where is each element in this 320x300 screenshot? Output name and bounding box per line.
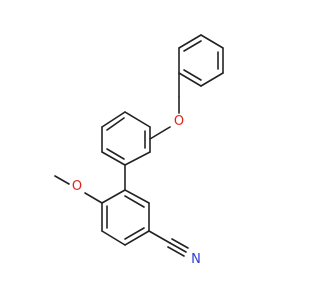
structure-diagram: O O N — [54, 34, 224, 267]
benzonitrile-ring — [101, 189, 150, 246]
nitrile-triple-bond — [167, 238, 189, 257]
nitrile-nitrogen-label: N — [191, 252, 201, 267]
methoxy-oxygen-label: O — [72, 179, 82, 194]
methoxy-methyl-bond — [54, 175, 70, 185]
ring-nitrile-bond — [148, 230, 171, 244]
ether-oxygen-label: O — [174, 114, 184, 129]
oxygen-ring-bond — [149, 126, 171, 140]
middle-phenyl-ring — [101, 111, 151, 166]
benzyl-phenyl-ring — [178, 34, 224, 87]
methoxy-ring-bond — [84, 192, 103, 204]
